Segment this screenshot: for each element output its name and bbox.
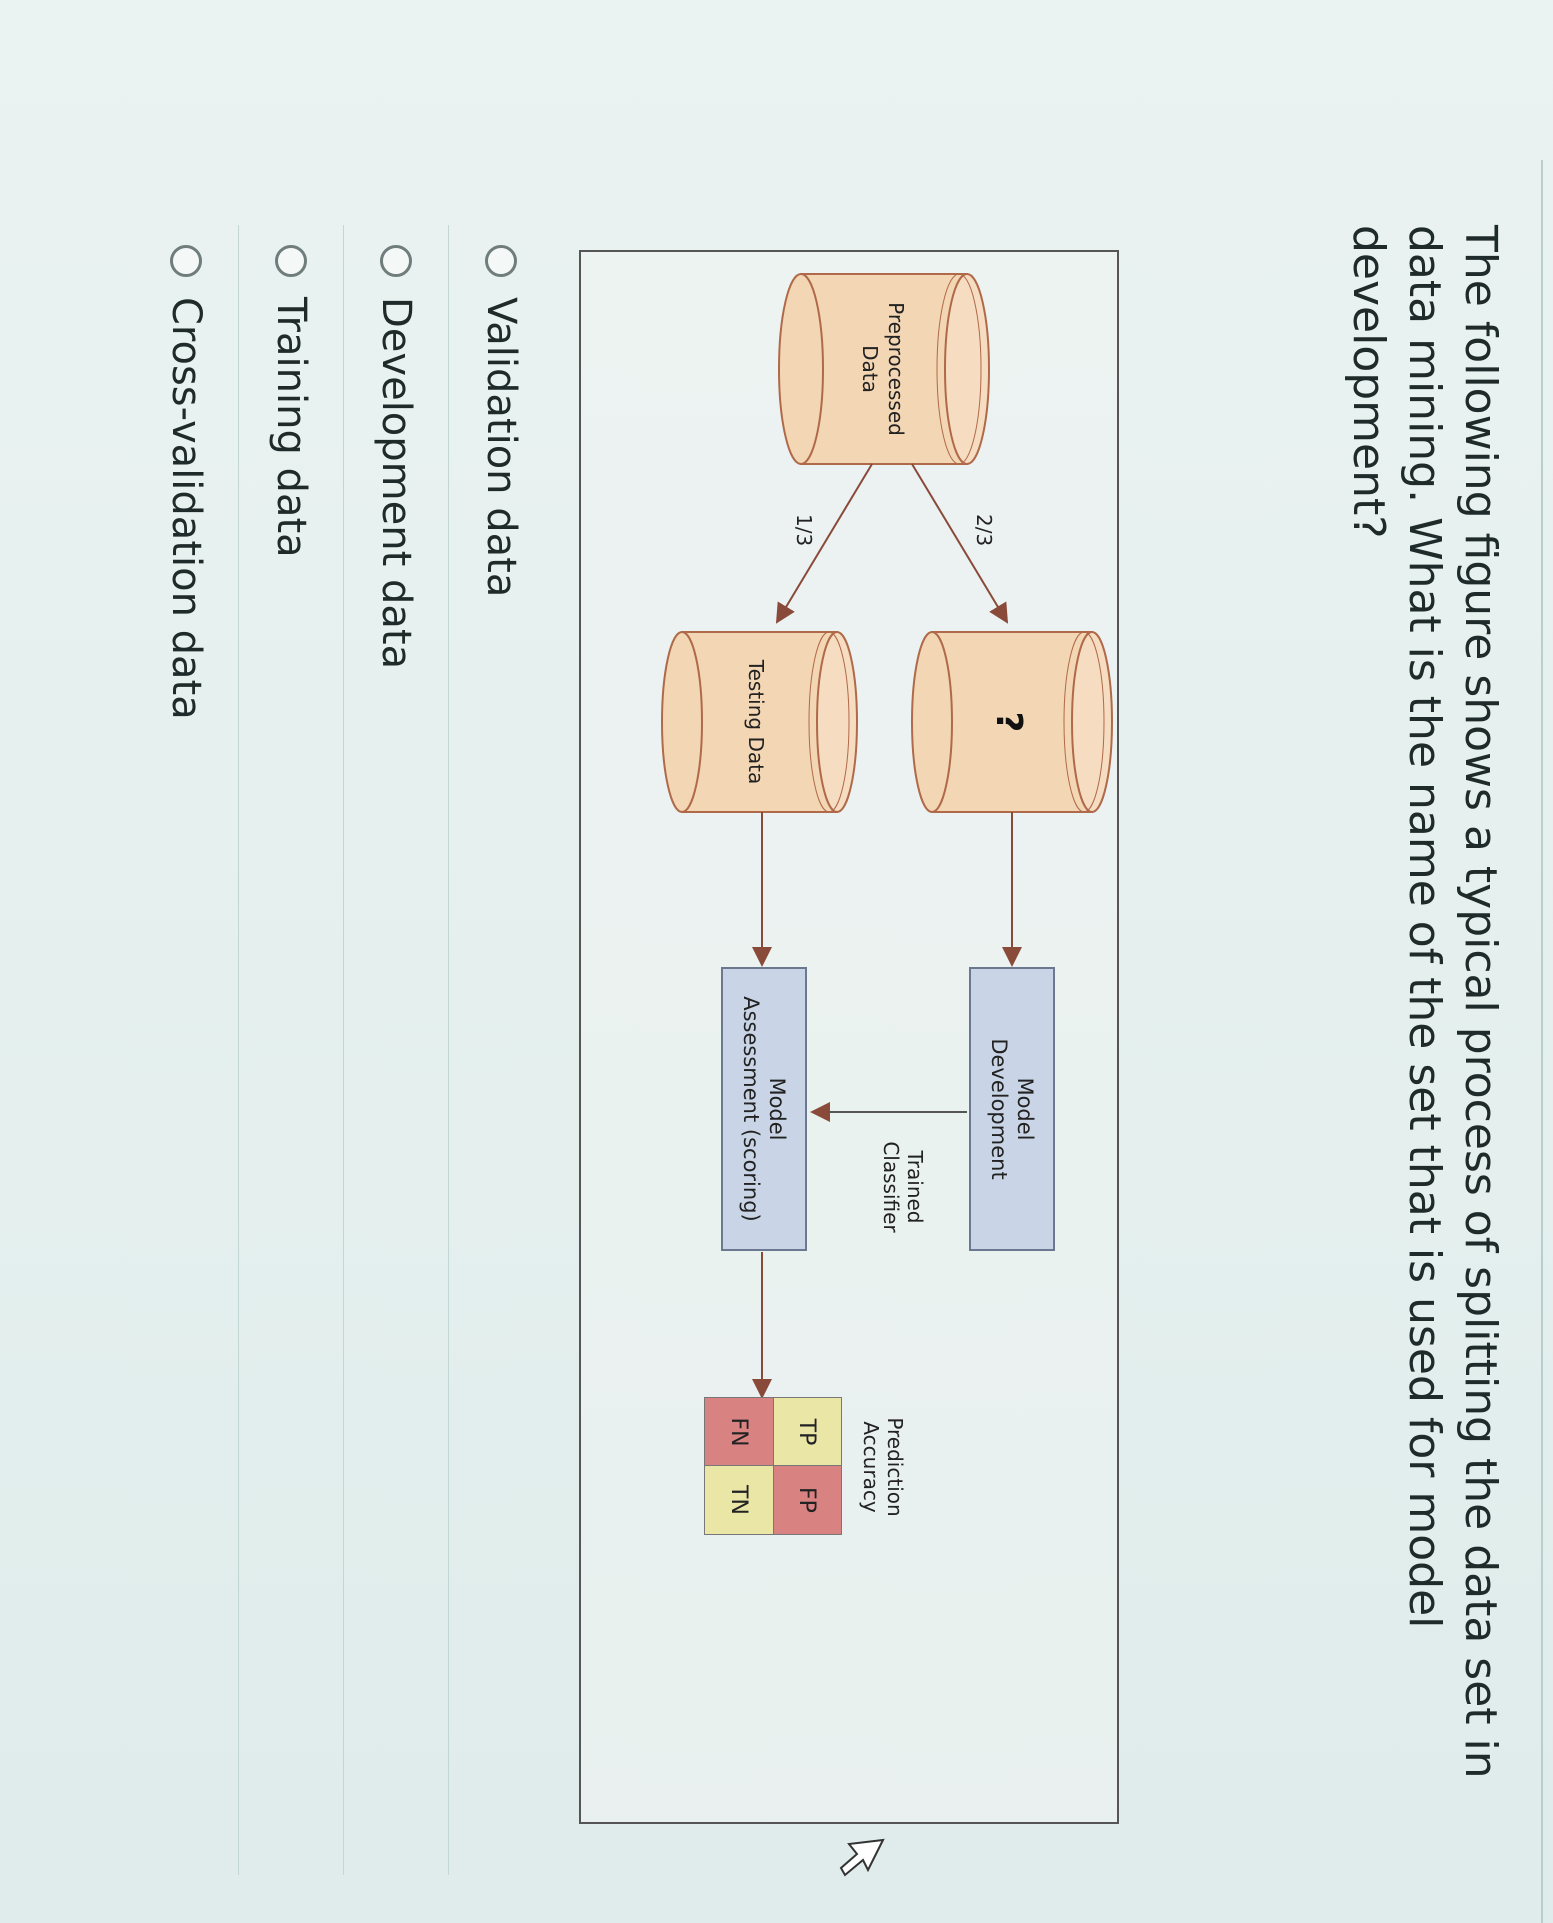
divider (1541, 160, 1543, 1923)
model-assessment-box: Model Assessment (scoring) (721, 967, 807, 1251)
radio-icon[interactable] (170, 245, 202, 277)
cm-tn: TN (704, 1465, 774, 1535)
prediction-label-2: Accuracy (859, 1421, 883, 1513)
data-split-diagram: Preprocessed Data 2/3 1/3 ? (579, 250, 1119, 1824)
split-arrow-bottom (775, 463, 873, 624)
split-ratio-top: 2/3 (972, 514, 996, 546)
option-label: Validation data (478, 297, 524, 598)
prediction-label-1: Prediction (883, 1417, 907, 1517)
testing-data-label: Testing Data (744, 659, 768, 784)
option-development-data[interactable]: Development data (344, 225, 449, 1875)
option-label: Development data (373, 297, 419, 670)
model-development-label-2: Development (987, 1038, 1011, 1180)
unknown-set-cylinder: ? (911, 631, 1113, 813)
preprocessed-label-2: Data (858, 345, 882, 393)
model-assessment-label-2: Assessment (scoring) (739, 996, 763, 1222)
cm-tp: TP (772, 1397, 842, 1467)
preprocessed-label-1: Preprocessed (884, 302, 908, 436)
model-assessment-label-1: Model (765, 1077, 789, 1141)
diagram-canvas: Preprocessed Data 2/3 1/3 ? (661, 273, 1113, 1399)
trained-label-2: Classifier (879, 1141, 903, 1233)
trained-classifier-label: Trained Classifier (879, 1127, 927, 1247)
unknown-set-mark: ? (988, 712, 1029, 733)
radio-icon[interactable] (380, 245, 412, 277)
testing-data-cylinder: Testing Data (661, 631, 858, 813)
split-ratio-bottom: 1/3 (792, 514, 816, 546)
model-development-box: Model Development (969, 967, 1055, 1251)
prediction-accuracy-label: Prediction Accuracy (859, 1397, 907, 1537)
split-arrow-top (911, 463, 1009, 624)
answer-options: Validation data Development data Trainin… (134, 225, 553, 1875)
option-training-data[interactable]: Training data (239, 225, 344, 1875)
option-validation-data[interactable]: Validation data (449, 225, 553, 1875)
model-development-label-1: Model (1013, 1077, 1037, 1141)
preprocessed-data-cylinder: Preprocessed Data (778, 273, 990, 465)
option-label: Training data (268, 297, 314, 558)
radio-icon[interactable] (275, 245, 307, 277)
option-cross-validation-data[interactable]: Cross-validation data (134, 225, 239, 1875)
cm-fn: FN (704, 1397, 774, 1467)
mouse-pointer-icon (839, 1838, 885, 1877)
question-text: The following figure shows a typical pro… (1343, 225, 1506, 1779)
option-label: Cross-validation data (163, 297, 209, 720)
radio-icon[interactable] (485, 245, 517, 277)
trained-label-1: Trained (903, 1150, 927, 1224)
cm-fp: FP (772, 1465, 842, 1535)
